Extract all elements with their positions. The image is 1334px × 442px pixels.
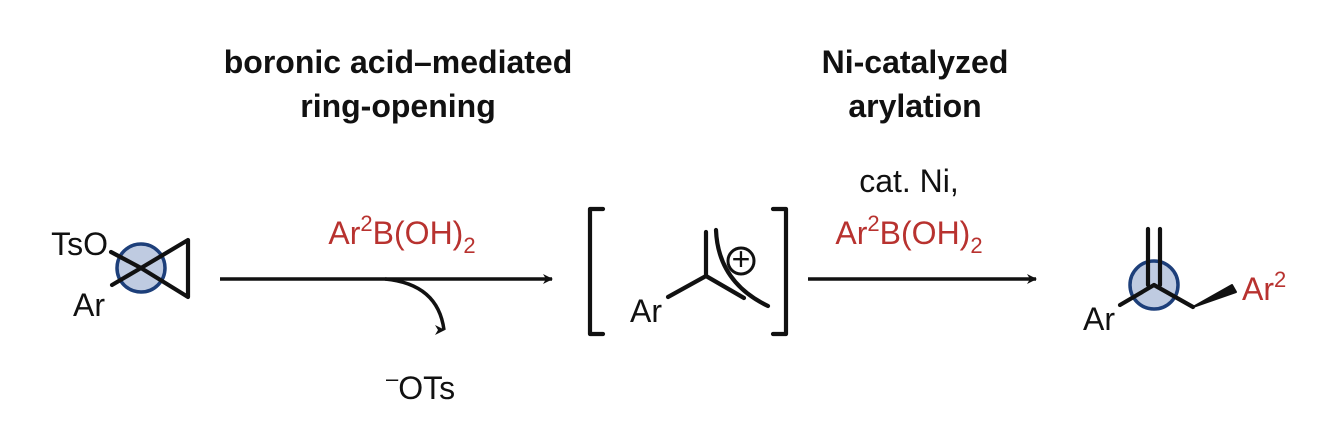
step2-conditions: cat. Ni, bbox=[859, 163, 959, 199]
tso-label: TsO bbox=[51, 226, 108, 262]
bond-ar-c bbox=[665, 273, 709, 300]
byproduct-curved-arrow bbox=[384, 277, 446, 335]
step1-reagent: Ar2B(OH)2 bbox=[328, 211, 475, 258]
cyclopropane-ring bbox=[138, 237, 191, 300]
starting-material: TsO Ar bbox=[51, 226, 191, 323]
left-bracket bbox=[587, 206, 606, 337]
product: Ar Ar2 bbox=[1083, 226, 1286, 337]
bond-c-otos bbox=[108, 249, 144, 271]
product-ar2-label: Ar2 bbox=[1242, 267, 1286, 307]
step1-title-line1: boronic acid–mediated bbox=[224, 44, 573, 80]
cation-charge: + bbox=[732, 241, 751, 277]
step2-title-line2: arylation bbox=[848, 88, 981, 124]
product-ar-label: Ar bbox=[1083, 301, 1115, 337]
byproduct-otos: –OTs bbox=[386, 366, 455, 406]
delocalization-arc bbox=[713, 227, 771, 309]
cation-charge-circle bbox=[726, 246, 756, 276]
step1-title-line2: ring-opening bbox=[300, 88, 496, 124]
step2-reagent: Ar2B(OH)2 bbox=[835, 211, 982, 258]
right-bracket bbox=[770, 206, 789, 337]
allyl-cation-intermediate: + Ar bbox=[587, 206, 789, 337]
wedge-bond bbox=[1192, 284, 1237, 308]
bond-c-down bbox=[703, 273, 747, 301]
bond-c-ar bbox=[109, 265, 144, 288]
step2-title-line1: Ni-catalyzed bbox=[822, 44, 1009, 80]
start-ar-label: Ar bbox=[73, 287, 105, 323]
bond-product-ar bbox=[1117, 282, 1157, 308]
bond-c-ch2 bbox=[1151, 282, 1196, 310]
intermediate-ar-label: Ar bbox=[630, 293, 662, 329]
